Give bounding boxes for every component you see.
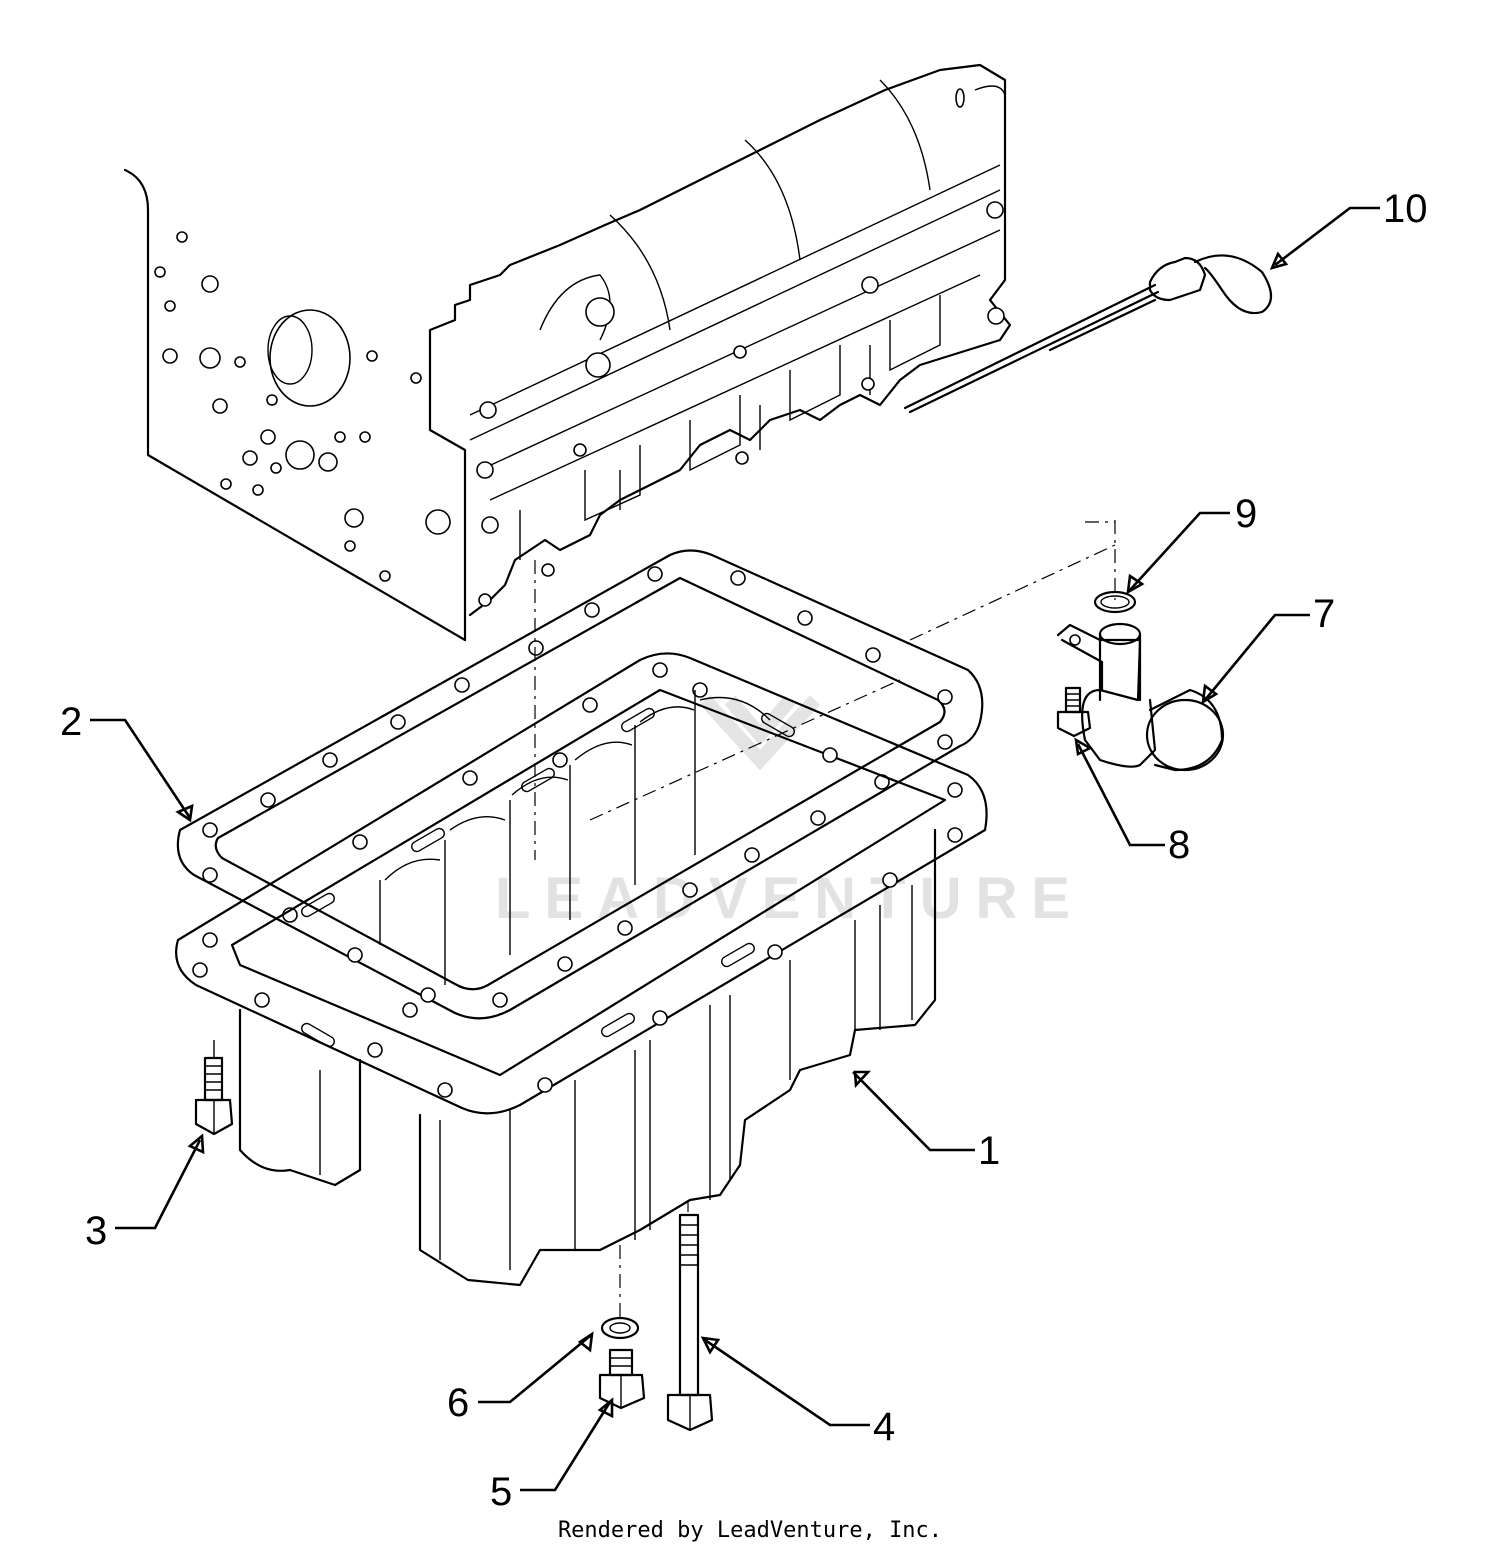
watermark-text: LEADVENTURE bbox=[495, 866, 1084, 931]
flange-bolt bbox=[194, 1040, 234, 1136]
callout-1: 1 bbox=[978, 1129, 1000, 1173]
o-ring bbox=[1093, 590, 1137, 614]
callout-6: 6 bbox=[447, 1381, 469, 1425]
callout-10: 10 bbox=[1383, 187, 1428, 231]
oil-pan bbox=[175, 652, 988, 1287]
callout-4: 4 bbox=[873, 1405, 895, 1449]
callout-5: 5 bbox=[490, 1470, 512, 1514]
assembly-centerlines bbox=[534, 520, 1116, 1320]
long-bolt bbox=[666, 1213, 714, 1432]
drain-plug bbox=[598, 1348, 646, 1410]
render-credit: Rendered by LeadVenture, Inc. bbox=[557, 1518, 943, 1543]
watermark: LEADVENTURE bbox=[495, 695, 1084, 931]
dipstick bbox=[903, 254, 1273, 414]
callout-9: 9 bbox=[1235, 492, 1257, 536]
callout-labels: 1 2 3 4 5 6 7 8 9 10 bbox=[60, 187, 1428, 1514]
engine-block bbox=[123, 63, 1012, 642]
drain-washer bbox=[600, 1316, 640, 1340]
pickup-bolt bbox=[1056, 686, 1092, 738]
oil-pickup-tube bbox=[1056, 622, 1225, 772]
callout-8: 8 bbox=[1168, 823, 1190, 867]
callout-7: 7 bbox=[1313, 592, 1335, 636]
gasket-bolt-holes bbox=[202, 566, 953, 1008]
callout-3: 3 bbox=[85, 1209, 107, 1253]
callout-leaders bbox=[90, 206, 1380, 1492]
callout-2: 2 bbox=[60, 700, 82, 744]
oil-pan-gasket bbox=[176, 549, 984, 1020]
